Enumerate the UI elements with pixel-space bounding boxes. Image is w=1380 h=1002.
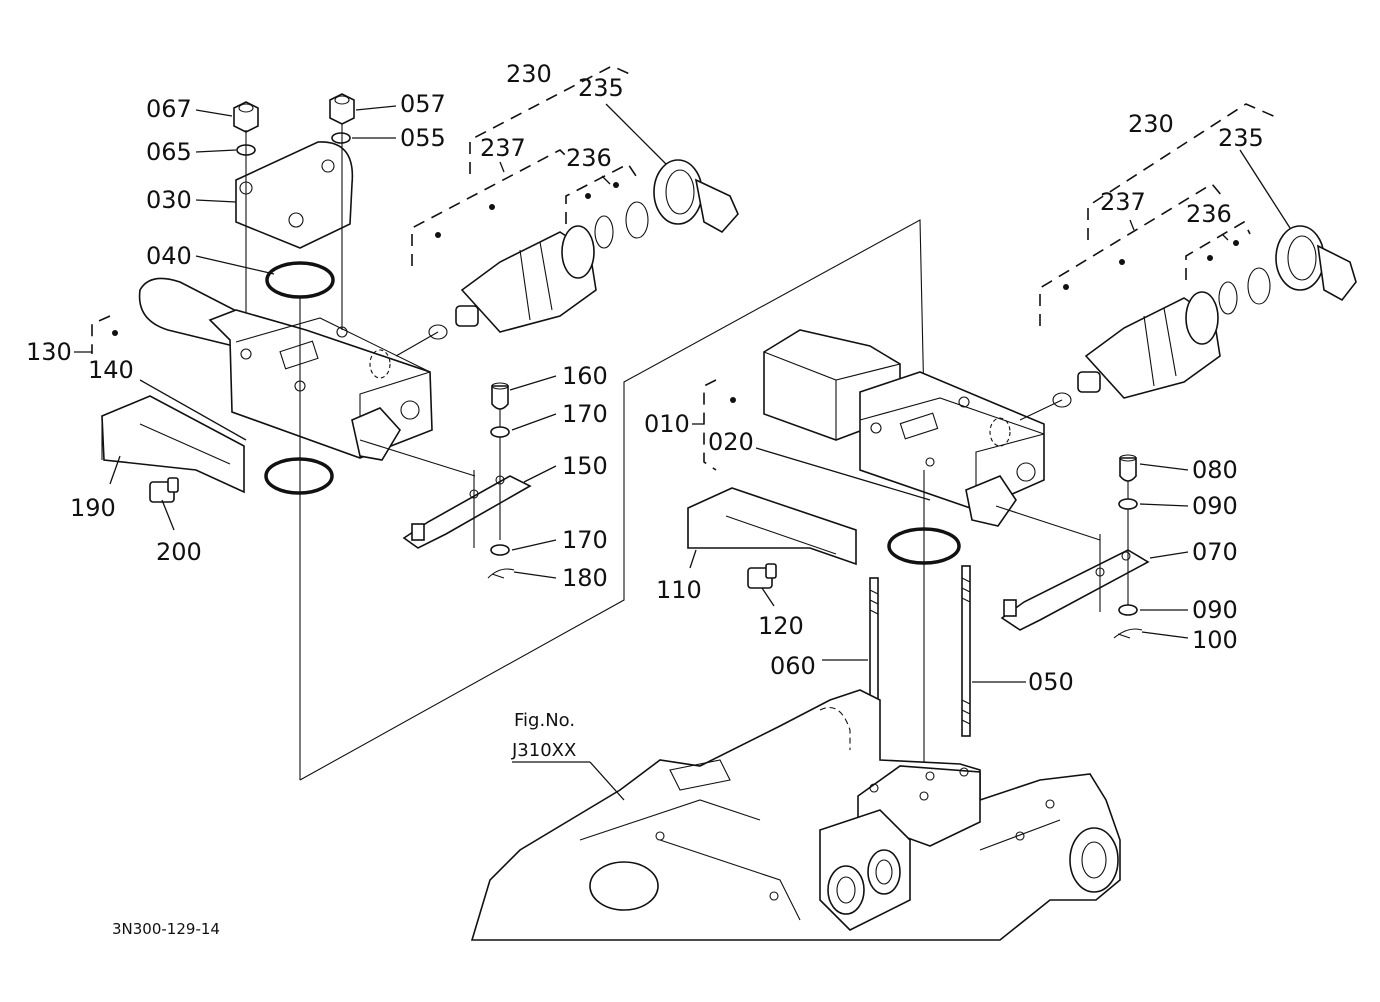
callout-110: 110	[656, 576, 702, 604]
callout-190: 190	[70, 494, 116, 522]
plug-120	[747, 563, 777, 589]
lever-150	[402, 475, 532, 549]
fig-reference-label: Fig.No.	[514, 710, 575, 731]
leader-lines	[74, 103, 1291, 801]
cartridge-237-right	[1077, 267, 1271, 399]
callout-200: 200	[156, 538, 202, 566]
pin-160	[491, 382, 509, 410]
nut-067	[233, 101, 259, 133]
callout-235-left: 235	[578, 74, 624, 102]
stud-050	[961, 565, 971, 737]
fig-reference-number: J310XX	[511, 740, 576, 761]
washer-055	[331, 132, 351, 144]
callout-150: 150	[562, 452, 608, 480]
callout-120: 120	[758, 612, 804, 640]
callout-170-upper: 170	[562, 400, 608, 428]
callout-057: 057	[400, 90, 446, 118]
cartridge-237-left	[455, 201, 649, 333]
bracket-190	[101, 395, 245, 494]
pin-080	[1119, 454, 1137, 482]
callout-235-right: 235	[1218, 124, 1264, 152]
callout-170-lower: 170	[562, 526, 608, 554]
callout-130: 130	[26, 338, 72, 366]
callout-050: 050	[1028, 668, 1074, 696]
callout-230-right: 230	[1128, 110, 1174, 138]
callout-065: 065	[146, 138, 192, 166]
transmission-housing	[470, 689, 1121, 941]
callout-060: 060	[770, 652, 816, 680]
drawing-code: 3N300-129-14	[112, 920, 220, 938]
callout-180: 180	[562, 564, 608, 592]
washer-090-upper	[1118, 498, 1138, 510]
left-valve-assembly	[91, 65, 739, 780]
clip-180	[487, 568, 515, 579]
washer-170-lower	[490, 544, 510, 556]
clamp-235-left	[653, 159, 739, 234]
o-ring-small-left	[428, 324, 448, 340]
washer-170-upper	[490, 426, 510, 438]
callout-090-lower: 090	[1192, 596, 1238, 624]
callout-040: 040	[146, 242, 192, 270]
callout-010: 010	[644, 410, 690, 438]
callout-230-left: 230	[506, 60, 552, 88]
callout-055: 055	[400, 124, 446, 152]
callout-237-left: 237	[480, 134, 526, 162]
washer-090-lower	[1118, 604, 1138, 616]
callout-080: 080	[1192, 456, 1238, 484]
plug-200	[149, 477, 179, 503]
clip-100	[1113, 628, 1143, 639]
valve-block-020	[859, 371, 1045, 527]
callout-236-right: 236	[1186, 200, 1232, 228]
callout-140: 140	[88, 356, 134, 384]
callout-020: 020	[708, 428, 754, 456]
o-ring-lower-left	[264, 457, 334, 495]
callout-070: 070	[1192, 538, 1238, 566]
callout-236-left: 236	[566, 144, 612, 172]
callout-160: 160	[562, 362, 608, 390]
lever-070	[1000, 549, 1150, 631]
callout-090-upper: 090	[1192, 492, 1238, 520]
o-ring-040	[265, 261, 335, 299]
callout-067: 067	[146, 95, 192, 123]
cover-plate-030	[235, 141, 354, 249]
callout-237-right: 237	[1100, 188, 1146, 216]
right-valve-assembly	[687, 103, 1357, 790]
bracket-110	[687, 487, 857, 566]
clamp-235-right	[1275, 225, 1357, 302]
nut-057	[329, 93, 355, 125]
callout-030: 030	[146, 186, 192, 214]
o-ring-small-right	[1052, 392, 1072, 408]
valve-body-130	[138, 277, 433, 461]
callout-labels: 067 057 065 055 030 040 130 140 190 200 …	[26, 60, 1264, 696]
callout-100: 100	[1192, 626, 1238, 654]
